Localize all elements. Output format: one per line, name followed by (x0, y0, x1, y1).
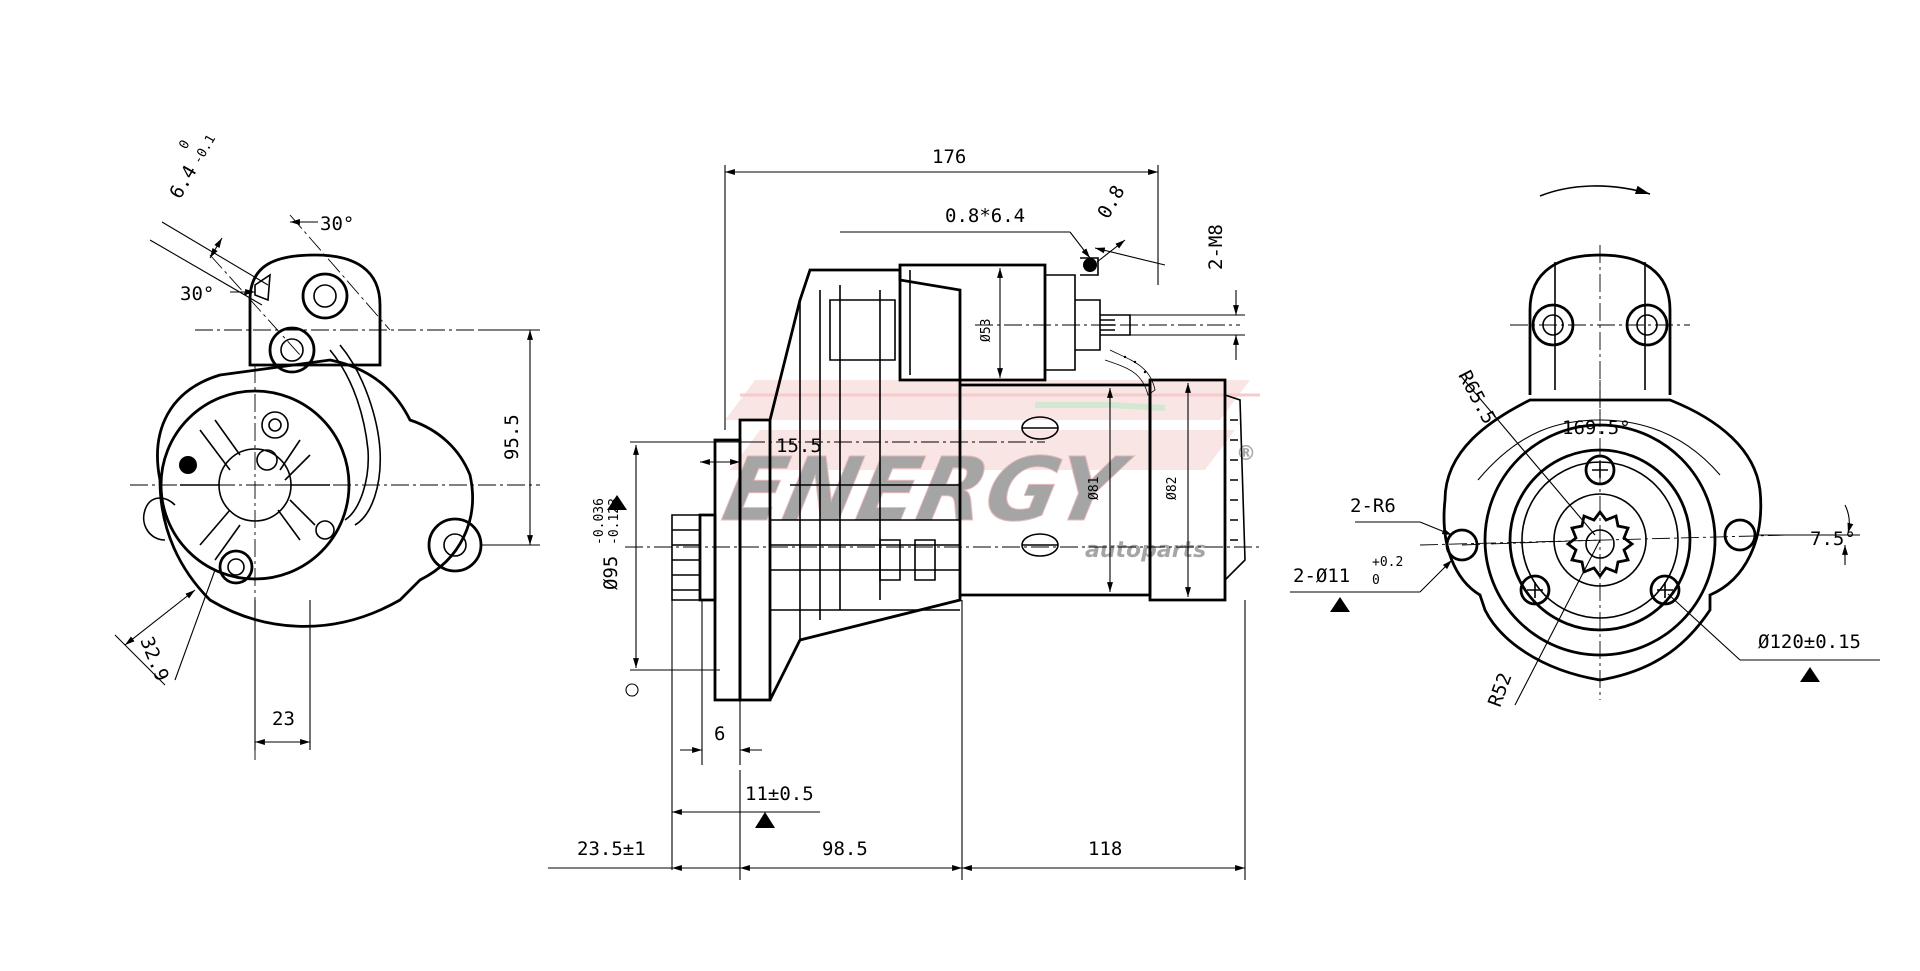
dim-right-holes: 2-Ø11 (1293, 565, 1350, 587)
dim-flange-pos: 11±0.5 (745, 783, 814, 805)
dim-terminal-thickness: 0.8 (1093, 182, 1129, 223)
dim-right-r-inner: R52 (1484, 670, 1516, 710)
dim-right-tilt: 7.5° (1810, 528, 1856, 550)
dim-front-length: 98.5 (822, 838, 868, 860)
brand-watermark-name: ENERGY (715, 438, 1138, 541)
brand-watermark-registered: ® (1236, 441, 1256, 465)
dim-left-angle-b: 30° (180, 283, 214, 305)
dim-body-dia-b: Ø82 (1165, 477, 1180, 500)
dim-right-r-outer: R65.5 (1454, 367, 1500, 428)
dim-left-tab-lower: -0.1 (190, 132, 219, 167)
right-flange-view: R65.5 169.5° 2-R6 2-Ø11 +0.2 0 7.5° Ø120… (1290, 185, 1880, 710)
center-side-view: 176 0.8*6.4 0.8 2-M8 Ø53 Ø81 Ø82 15.5 Ø9… (548, 146, 1260, 880)
dim-left-tab-upper: 0 (176, 138, 193, 152)
brand-watermark: ENERGY ® autoparts (715, 380, 1260, 563)
dim-overall-length: 176 (932, 146, 966, 168)
dim-left-offset-h: 23 (272, 708, 295, 730)
dim-right-angle-span: 169.5° (1562, 417, 1631, 439)
dim-pilot-tol-upper: -0.036 (592, 498, 607, 545)
dim-right-holes-tol-lower: 0 (1372, 573, 1380, 588)
dim-left-angle-a: 30° (320, 213, 354, 235)
dim-pinion-proj: 23.5±1 (577, 838, 646, 860)
dim-flange-thickness: 6 (714, 723, 725, 745)
dim-pilot-dia: Ø95 (600, 556, 622, 590)
dim-left-height: 95.5 (501, 414, 523, 460)
dim-thread: 2-M8 (1205, 224, 1227, 270)
dim-right-ear-radius: 2-R6 (1350, 495, 1396, 517)
dim-rear-length: 118 (1088, 838, 1122, 860)
dim-left-tab: 6.4 (165, 162, 201, 203)
dim-right-bolt-circle: Ø120±0.15 (1758, 631, 1861, 653)
dim-right-holes-tol-upper: +0.2 (1372, 555, 1403, 570)
dim-left-offset-diag: 32.9 (135, 634, 173, 685)
dim-body-dia-a: Ø81 (1087, 477, 1102, 500)
left-end-view: 95.5 30° 30° 6.4 0 -0.1 32.9 23 (114, 132, 540, 760)
dim-pilot-offset: 15.5 (776, 435, 822, 457)
dim-solenoid-dia: Ø53 (979, 319, 994, 342)
dim-terminal-spade: 0.8*6.4 (945, 205, 1025, 227)
